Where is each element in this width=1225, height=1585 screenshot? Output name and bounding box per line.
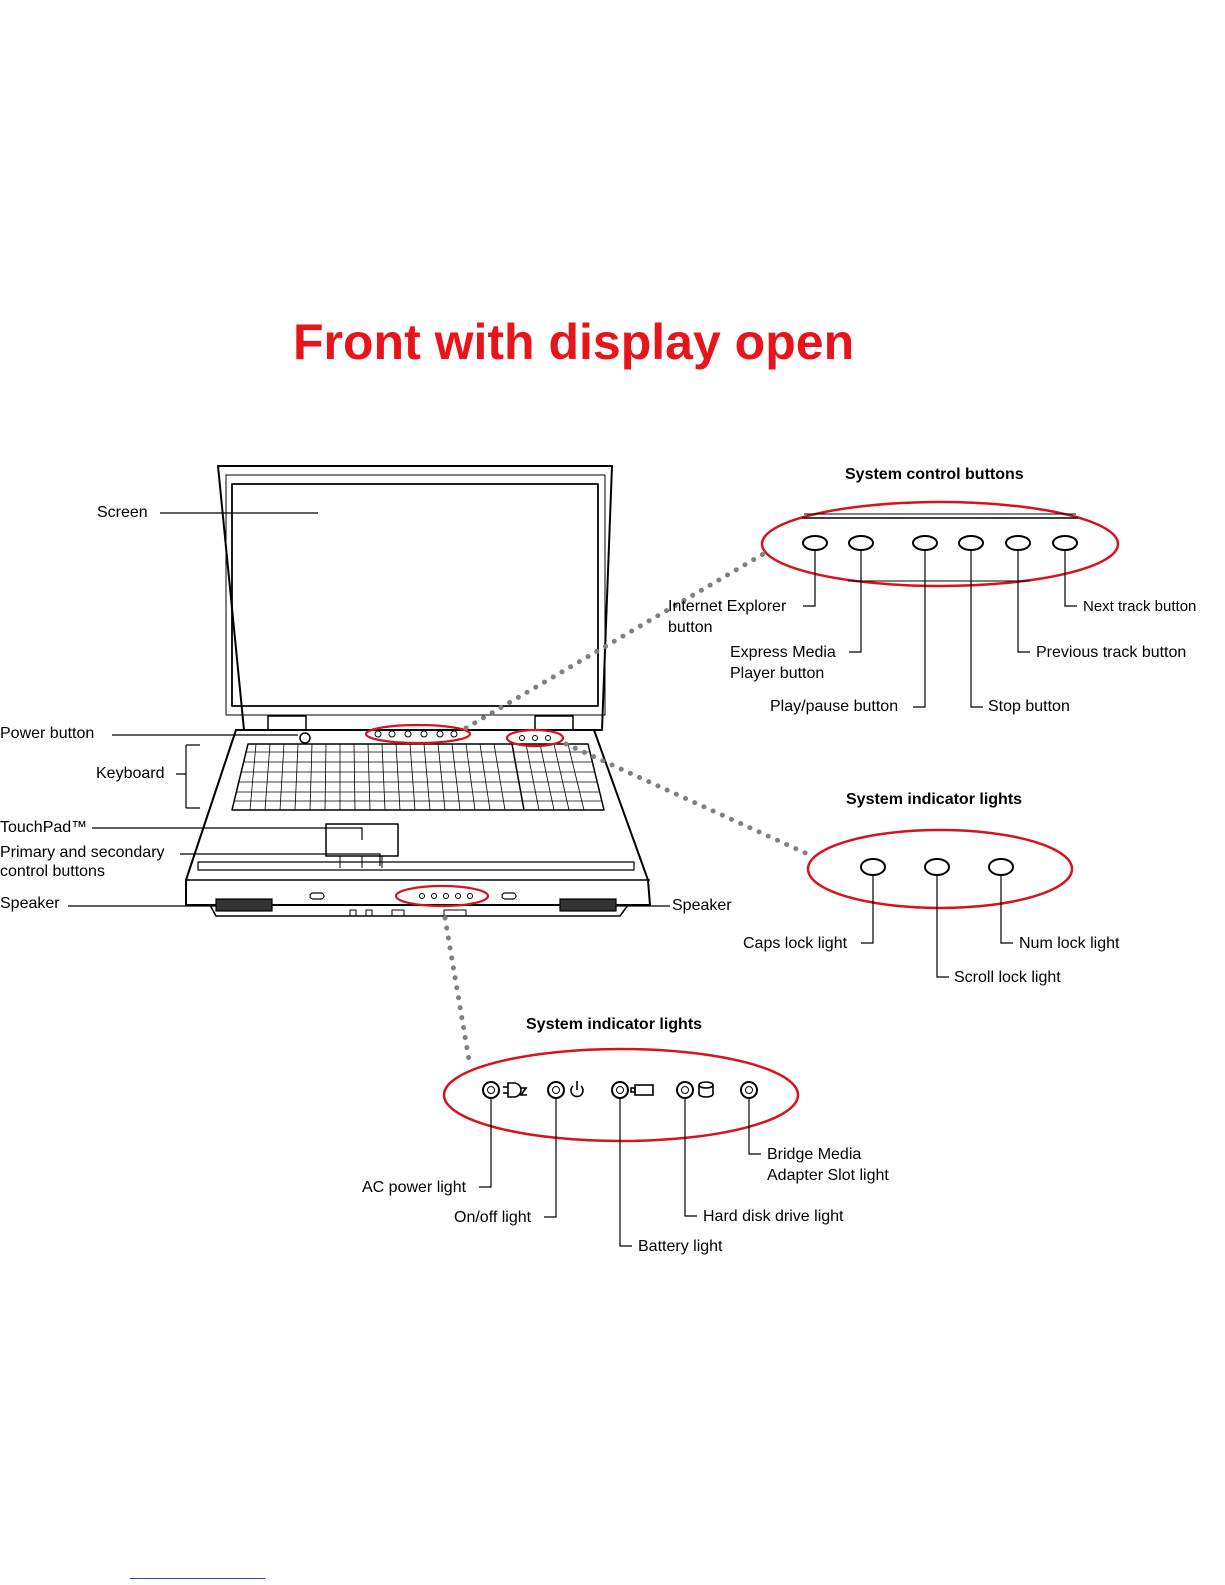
label-stop: Stop button: [988, 698, 1070, 715]
label-speaker-left: Speaker: [0, 895, 60, 912]
caps-lock-light: [860, 858, 886, 876]
express-media-button: [848, 535, 874, 551]
label-express-media-line1: Express Media: [730, 644, 836, 661]
speakers: [215, 898, 617, 912]
connector-control-buttons: [463, 550, 768, 731]
label-next-track: Next track button: [1083, 598, 1197, 615]
label-speaker-right: Speaker: [672, 897, 732, 914]
label-play-pause: Play/pause button: [770, 698, 899, 715]
heading-system-indicator-lights-front: System indicator lights: [526, 1016, 703, 1033]
battery-icon: [630, 1084, 654, 1096]
connector-front-lights: [442, 915, 473, 1069]
control-buttons-highlight: [364, 723, 472, 745]
hard-disk-light: [676, 1081, 694, 1099]
footer-rule: [130, 1578, 265, 1579]
label-scroll-lock: Scroll lock light: [954, 969, 1061, 986]
label-screen: Screen: [97, 504, 148, 521]
connector-keyboard-lights: [563, 741, 815, 859]
label-internet-explorer-line1: Internet Explorer: [668, 598, 787, 615]
speaker-grille-right: [559, 898, 617, 912]
hinge-left: [267, 715, 307, 731]
label-control-buttons-line2: control buttons: [0, 863, 105, 880]
ac-power-light: [482, 1081, 500, 1099]
label-previous-track: Previous track button: [1036, 644, 1187, 661]
label-keyboard: Keyboard: [96, 765, 165, 782]
screen: [231, 483, 599, 707]
label-power-button: Power button: [0, 725, 95, 742]
hard-disk-icon: [698, 1081, 714, 1098]
heading-system-control-buttons: System control buttons: [845, 466, 1024, 483]
scroll-lock-light: [924, 858, 950, 876]
bridge-media-light: [740, 1081, 758, 1099]
play-pause-button: [912, 535, 938, 551]
label-bridge-media-line2: Adapter Slot light: [767, 1167, 889, 1184]
label-caps-lock: Caps lock light: [743, 935, 848, 952]
keyboard-lights-highlight: [505, 728, 565, 748]
keyboard-keys: [235, 743, 601, 811]
label-touchpad: TouchPad™: [0, 819, 88, 836]
power-button: [299, 732, 311, 744]
label-on-off: On/off light: [454, 1209, 532, 1226]
heading-system-indicator-lights-keyboard: System indicator lights: [846, 791, 1023, 808]
stop-button: [958, 535, 984, 551]
keyboard: [231, 743, 605, 811]
next-track-button: [1052, 535, 1078, 551]
label-control-buttons-line1: Primary and secondary: [0, 844, 165, 861]
battery-light: [611, 1081, 629, 1099]
front-lights-highlight: [394, 884, 490, 908]
label-express-media-line2: Player button: [730, 665, 825, 682]
control-buttons-zoom: [760, 500, 1120, 708]
front-lights-zoom: [442, 1047, 800, 1247]
on-off-light: [547, 1081, 565, 1099]
label-num-lock: Num lock light: [1019, 935, 1120, 952]
label-ac-power: AC power light: [362, 1179, 467, 1196]
label-hard-disk: Hard disk drive light: [703, 1208, 844, 1225]
hinge-right: [534, 715, 574, 731]
internet-explorer-button: [802, 535, 828, 551]
previous-track-button: [1005, 535, 1031, 551]
num-lock-light: [988, 858, 1014, 876]
label-internet-explorer-line2: button: [668, 619, 713, 636]
ac-power-icon: [503, 1082, 528, 1098]
display-lid: [217, 465, 613, 731]
page-title: Front with display open: [293, 314, 855, 370]
label-battery: Battery light: [638, 1238, 723, 1255]
power-icon: [570, 1081, 584, 1098]
keyboard-lights-zoom: [806, 828, 1074, 978]
label-bridge-media-line1: Bridge Media: [767, 1146, 862, 1163]
speaker-grille-left: [215, 898, 273, 912]
laptop-base: [185, 729, 651, 906]
